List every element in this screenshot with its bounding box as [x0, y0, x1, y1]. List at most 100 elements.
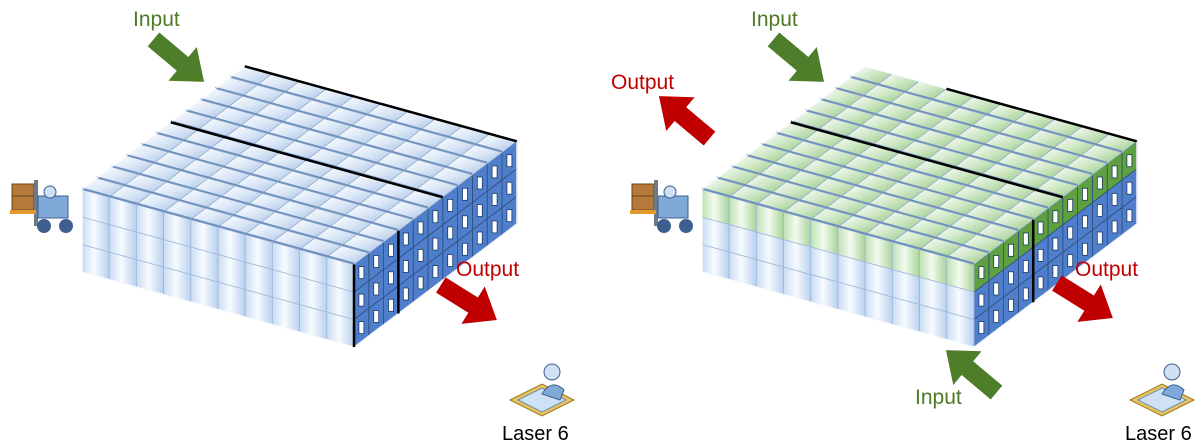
bin-label-slot: [462, 187, 468, 201]
bin-grip: [773, 161, 801, 171]
bin-grip: [371, 221, 399, 231]
right-output-left-label: Output: [611, 71, 674, 94]
bin-grip: [949, 225, 977, 235]
bin-label-slot: [1052, 237, 1059, 251]
bin-label-slot: [1067, 254, 1074, 267]
block-divider: [790, 121, 1064, 199]
bin-grip: [835, 86, 863, 97]
forklift-icon: [630, 180, 693, 233]
bin-label-slot: [993, 255, 1000, 268]
bin-grip: [983, 142, 1011, 153]
bin-grip: [803, 139, 831, 149]
bin-grip: [302, 217, 330, 228]
bin-grip: [153, 161, 181, 171]
bin-label-slot: [1096, 204, 1103, 217]
bin-grip: [311, 98, 339, 108]
bin-label-slot: [1052, 265, 1059, 279]
bin-grip: [996, 161, 1024, 172]
bin-label-slot: [1082, 242, 1088, 256]
bin-label-slot: [1022, 232, 1029, 246]
bin-grip: [242, 94, 270, 104]
right-output-right-label: Output: [1075, 258, 1138, 281]
bin-grip: [902, 120, 930, 130]
bin-grip: [1023, 169, 1051, 179]
bin-grip: [220, 195, 248, 205]
bin-grip: [756, 202, 784, 212]
bin-grip: [813, 187, 841, 198]
bin-grip: [373, 191, 401, 201]
bin-label-slot: [358, 266, 365, 280]
bin-grip: [341, 243, 369, 254]
bin-grip: [445, 165, 473, 175]
bin-grip: [235, 183, 263, 194]
bin-grip: [329, 225, 357, 235]
bin-label-slot: [1111, 165, 1118, 179]
bin-grip: [798, 198, 826, 209]
bin-grip: [430, 176, 458, 187]
block-divider: [946, 87, 1138, 143]
bin-grip: [178, 198, 206, 209]
bin-grip: [260, 221, 288, 231]
bin-grip: [277, 180, 305, 190]
bin-grip: [331, 195, 359, 205]
bin-label-slot: [462, 215, 468, 229]
bin-grip: [842, 165, 870, 175]
bin-label-slot: [417, 248, 424, 262]
bin-label-slot: [402, 287, 409, 301]
bin-label-slot: [1082, 215, 1088, 229]
bin-grip: [958, 105, 986, 115]
bin-grip: [287, 228, 315, 239]
bin-grip: [378, 131, 406, 142]
bin-label-slot: [358, 293, 365, 307]
bin-label-slot: [1082, 187, 1088, 201]
bin-grip: [245, 232, 273, 242]
bin-grip: [264, 161, 292, 171]
bin-grip: [289, 198, 317, 209]
bin-grip: [909, 198, 937, 209]
bin-grip: [190, 217, 218, 227]
bin-label-slot: [1096, 176, 1103, 190]
bin-grip: [850, 75, 878, 85]
bin-grip: [1013, 120, 1041, 130]
bin-grip: [922, 217, 950, 228]
bin-grip: [460, 154, 488, 164]
bin-grip: [832, 116, 860, 127]
block-divider: [244, 65, 518, 143]
bin-label-slot: [1052, 210, 1059, 224]
bin-grip: [880, 221, 908, 231]
bin-grip: [346, 184, 374, 194]
bin-grip: [269, 101, 297, 112]
bin-grip: [138, 172, 166, 183]
bin-grip: [744, 183, 772, 194]
bin-label-slot: [1008, 298, 1014, 312]
bin-label-slot: [402, 232, 409, 246]
bin-grip: [810, 217, 838, 227]
bin-grip: [907, 228, 935, 239]
bin-grip: [351, 124, 379, 134]
bin-label-slot: [1022, 260, 1029, 273]
bin-grip: [82, 187, 110, 197]
bin-label-slot: [432, 237, 439, 251]
bin-label-slot: [388, 271, 394, 285]
bin-grip: [1038, 157, 1066, 168]
output-arrow-icon: [1052, 275, 1113, 322]
bin-label-slot: [373, 255, 380, 268]
bin-grip: [716, 176, 744, 186]
bin-grip: [929, 127, 957, 138]
bin-label-slot: [1037, 276, 1044, 290]
laser-workstation-icon: [1128, 363, 1196, 417]
bin-label-slot: [402, 260, 409, 273]
bin-grip: [218, 225, 246, 235]
bin-grip: [136, 202, 164, 212]
bin-label-slot: [447, 226, 454, 240]
bin-grip: [862, 94, 890, 104]
bin-grip: [294, 139, 322, 149]
bin-label-slot: [476, 204, 483, 217]
right-storage-block: [701, 65, 1138, 348]
left-output-label: Output: [456, 258, 519, 281]
output-arrow-icon: [658, 96, 716, 146]
bin-label-slot: [1126, 154, 1133, 168]
bin-grip: [1094, 143, 1122, 153]
bin-grip: [183, 139, 211, 149]
